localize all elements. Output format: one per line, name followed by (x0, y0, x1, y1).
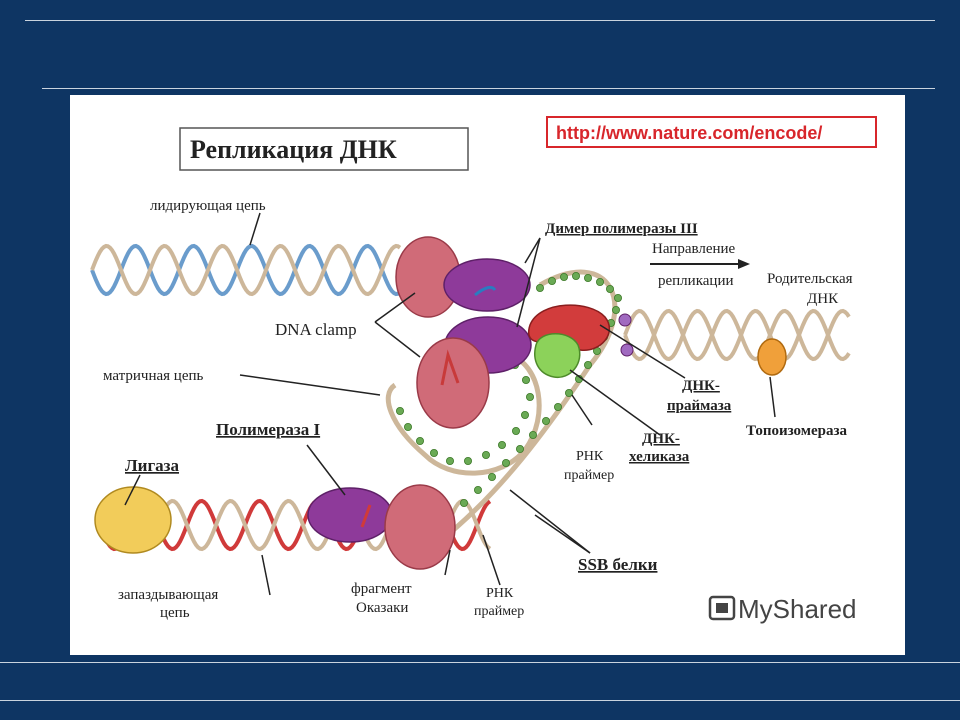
parental-helix-strand-1 (625, 311, 849, 359)
label-primase-2: праймаза (667, 398, 732, 414)
ssb-bead (522, 376, 529, 383)
label-parental-2: ДНК (807, 291, 839, 307)
label-polymerase-dimer: Димер полимеразы III (545, 221, 698, 237)
ssb-bead (529, 431, 536, 438)
ssb-bead (584, 274, 591, 281)
top-rule (25, 20, 935, 21)
label-rna-primer-bottom-2: праймер (474, 604, 524, 619)
label-leading-strand: лидирующая цепь (150, 198, 266, 214)
watermark-text: MyShared (738, 594, 857, 624)
ssb-bead (488, 473, 495, 480)
diagram-title: Репликация ДНК (190, 135, 397, 164)
ssb-bead (482, 451, 489, 458)
label-helicase-1: ДНК- (642, 431, 680, 447)
label-primase-1: ДНК- (682, 378, 720, 394)
replication-diagram: Репликация ДНК http://www.nature.com/enc… (70, 95, 905, 655)
label-ssb: SSB белки (578, 555, 658, 574)
ssb-bead (612, 306, 619, 313)
label-okazaki-2: Оказаки (356, 600, 408, 616)
label-polymerase-i: Полимераза I (216, 420, 320, 439)
label-dna-clamp: DNA clamp (275, 320, 357, 339)
topoisomerase (758, 339, 786, 375)
ssb-bead (396, 407, 403, 414)
polymerase-iii-upper (444, 259, 530, 311)
label-direction-2: репликации (658, 273, 734, 289)
label-rna-primer-bottom-1: РНК (486, 586, 514, 601)
ssb-bead (512, 427, 519, 434)
ssb-bead (446, 457, 453, 464)
ligase (95, 487, 171, 553)
footer-rule-1 (0, 662, 960, 663)
ssb-bead (474, 486, 481, 493)
label-lagging-1: запаздывающая (118, 587, 218, 603)
ssb-bead (584, 361, 591, 368)
label-rna-primer-top-2: праймер (564, 468, 614, 483)
ssb-bead (542, 417, 549, 424)
label-lagging-2: цепь (160, 605, 190, 621)
footer-rule-2 (0, 700, 960, 701)
ssb-bead (614, 294, 621, 301)
helicase (535, 334, 580, 378)
myshared-icon-inner (716, 603, 728, 613)
direction-arrow-head (738, 259, 750, 269)
ssb-bead (498, 441, 505, 448)
label-parental-1: Родительская (767, 271, 853, 287)
ssb-bead (596, 278, 603, 285)
myshared-logo: MyShared (710, 594, 857, 624)
clamp-lower (417, 338, 489, 428)
ssb-bead (606, 285, 613, 292)
ssb-bead (536, 284, 543, 291)
fork-bead-2 (621, 344, 633, 356)
label-direction-1: Направление (652, 241, 736, 257)
polymerase-i (308, 488, 392, 542)
ssb-bead (516, 445, 523, 452)
diagram-panel: Репликация ДНК http://www.nature.com/enc… (70, 95, 905, 655)
ssb-bead (554, 403, 561, 410)
label-ligase: Лигаза (125, 456, 180, 475)
parental-helix-strand-2 (625, 311, 849, 359)
fork-bead-1 (619, 314, 631, 326)
ssb-bead (560, 273, 567, 280)
source-url[interactable]: http://www.nature.com/encode/ (556, 123, 822, 143)
header-rule (42, 88, 935, 89)
ssb-bead (548, 277, 555, 284)
label-okazaki-1: фрагмент (351, 581, 412, 597)
ssb-bead (521, 411, 528, 418)
ssb-bead (460, 499, 467, 506)
ssb-bead (526, 393, 533, 400)
ssb-bead (430, 449, 437, 456)
label-rna-primer-top-1: РНК (576, 449, 604, 464)
ssb-bead (464, 457, 471, 464)
label-template-strand: матричная цепь (103, 368, 204, 384)
label-topoisomerase: Топоизомераза (746, 423, 848, 439)
ssb-bead (404, 423, 411, 430)
ssb-bead (572, 272, 579, 279)
ssb-bead (416, 437, 423, 444)
label-helicase-2: хеликаза (629, 449, 690, 465)
ssb-bead (502, 459, 509, 466)
clamp-bottom (385, 485, 455, 569)
